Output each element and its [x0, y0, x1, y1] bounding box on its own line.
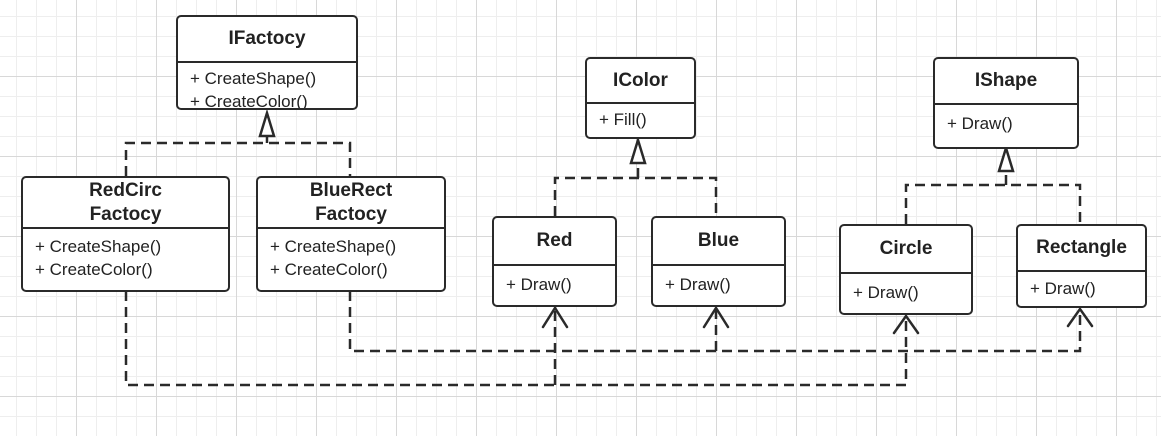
- realization-line-redcirc-factory: [124, 141, 352, 176]
- dependency-arrowhead-blue: [702, 305, 730, 329]
- class-name: IShape: [935, 59, 1077, 105]
- realization-arrowhead-ishape: [997, 143, 1015, 173]
- method-list: + Draw(): [494, 266, 615, 300]
- dependency-arrowhead-circle: [892, 313, 920, 335]
- method-item: + CreateShape(): [35, 237, 162, 256]
- realization-line-colors: [553, 176, 718, 216]
- method-list: + Draw(): [935, 105, 1077, 139]
- method-item: + CreateColor(): [270, 260, 388, 279]
- method-list: + Fill(): [587, 104, 694, 135]
- method-item: + Fill(): [599, 110, 647, 129]
- method-list: + CreateShape() + CreateColor(): [258, 229, 444, 285]
- realization-arrowhead-icolor: [629, 135, 647, 165]
- class-name: Rectangle: [1018, 226, 1145, 272]
- realization-arrowhead-ifactory: [258, 108, 276, 138]
- rectangle-class-box[interactable]: Rectangle + Draw(): [1016, 224, 1147, 308]
- ishape-class-box[interactable]: IShape + Draw(): [933, 57, 1079, 149]
- method-item: + Draw(): [947, 114, 1013, 133]
- bluerect-factory-class-box[interactable]: BlueRect Factocy + CreateShape() + Creat…: [256, 176, 446, 292]
- method-item: + CreateColor(): [35, 260, 153, 279]
- method-item: + CreateColor(): [190, 92, 308, 110]
- redcirc-factory-class-box[interactable]: RedCirc Factocy + CreateShape() + Create…: [21, 176, 230, 292]
- method-list: + Draw(): [841, 274, 971, 308]
- dependency-line-redcirc-factory: [124, 291, 908, 387]
- class-name: Circle: [841, 226, 971, 274]
- method-item: + Draw(): [853, 283, 919, 302]
- method-list: + CreateShape() + CreateColor(): [178, 63, 356, 110]
- circle-class-box[interactable]: Circle + Draw(): [839, 224, 973, 315]
- dependency-arrowhead-rectangle: [1066, 306, 1094, 328]
- class-name: Red: [494, 218, 615, 266]
- method-list: + Draw(): [1018, 272, 1145, 304]
- class-name: Blue: [653, 218, 784, 266]
- class-name: RedCirc Factocy: [23, 178, 228, 229]
- class-name: IColor: [587, 59, 694, 104]
- class-name: IFactocy: [178, 17, 356, 63]
- method-item: + Draw(): [1030, 279, 1096, 298]
- dependency-arrowhead-red: [541, 305, 569, 329]
- method-item: + CreateShape(): [270, 237, 397, 256]
- class-name: BlueRect Factocy: [258, 178, 444, 229]
- method-item: + Draw(): [506, 275, 572, 294]
- method-list: + CreateShape() + CreateColor(): [23, 229, 228, 285]
- realization-line-shapes: [904, 183, 1082, 224]
- method-list: + Draw(): [653, 266, 784, 300]
- blue-class-box[interactable]: Blue + Draw(): [651, 216, 786, 307]
- method-item: + CreateShape(): [190, 69, 317, 88]
- red-class-box[interactable]: Red + Draw(): [492, 216, 617, 307]
- ifactory-class-box[interactable]: IFactocy + CreateShape() + CreateColor(): [176, 15, 358, 110]
- method-item: + Draw(): [665, 275, 731, 294]
- icolor-class-box[interactable]: IColor + Fill(): [585, 57, 696, 139]
